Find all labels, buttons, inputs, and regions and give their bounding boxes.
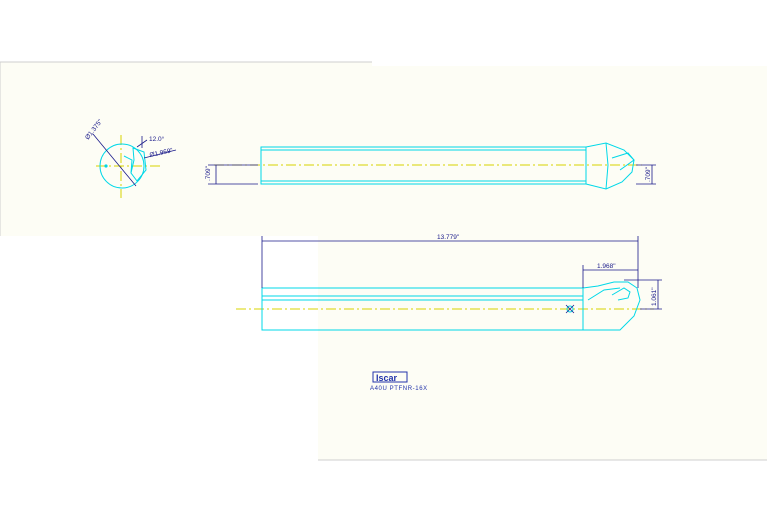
end-view-angle-label: 12.0° [149, 135, 165, 143]
offset-label: 1.061" [651, 287, 658, 306]
end-view-diameter2-label: Ø1.969" [149, 147, 174, 159]
part-number-label: A40U PTFNR-16X [370, 386, 428, 392]
iscar-logo: Iscar [376, 373, 398, 383]
top-view-right-height-label: .709" [645, 166, 652, 182]
top-view: .709" .709" [205, 142, 656, 190]
top-view-left-height-label: .709" [205, 165, 212, 181]
drawing-sheet [0, 61, 767, 461]
side-view: 13.779" 1.968" 1.061" [236, 234, 662, 331]
head-length-label: 1.968" [597, 263, 616, 270]
overall-length-label: 13.779" [437, 234, 460, 241]
title-block: Iscar A40U PTFNR-16X [370, 371, 428, 392]
